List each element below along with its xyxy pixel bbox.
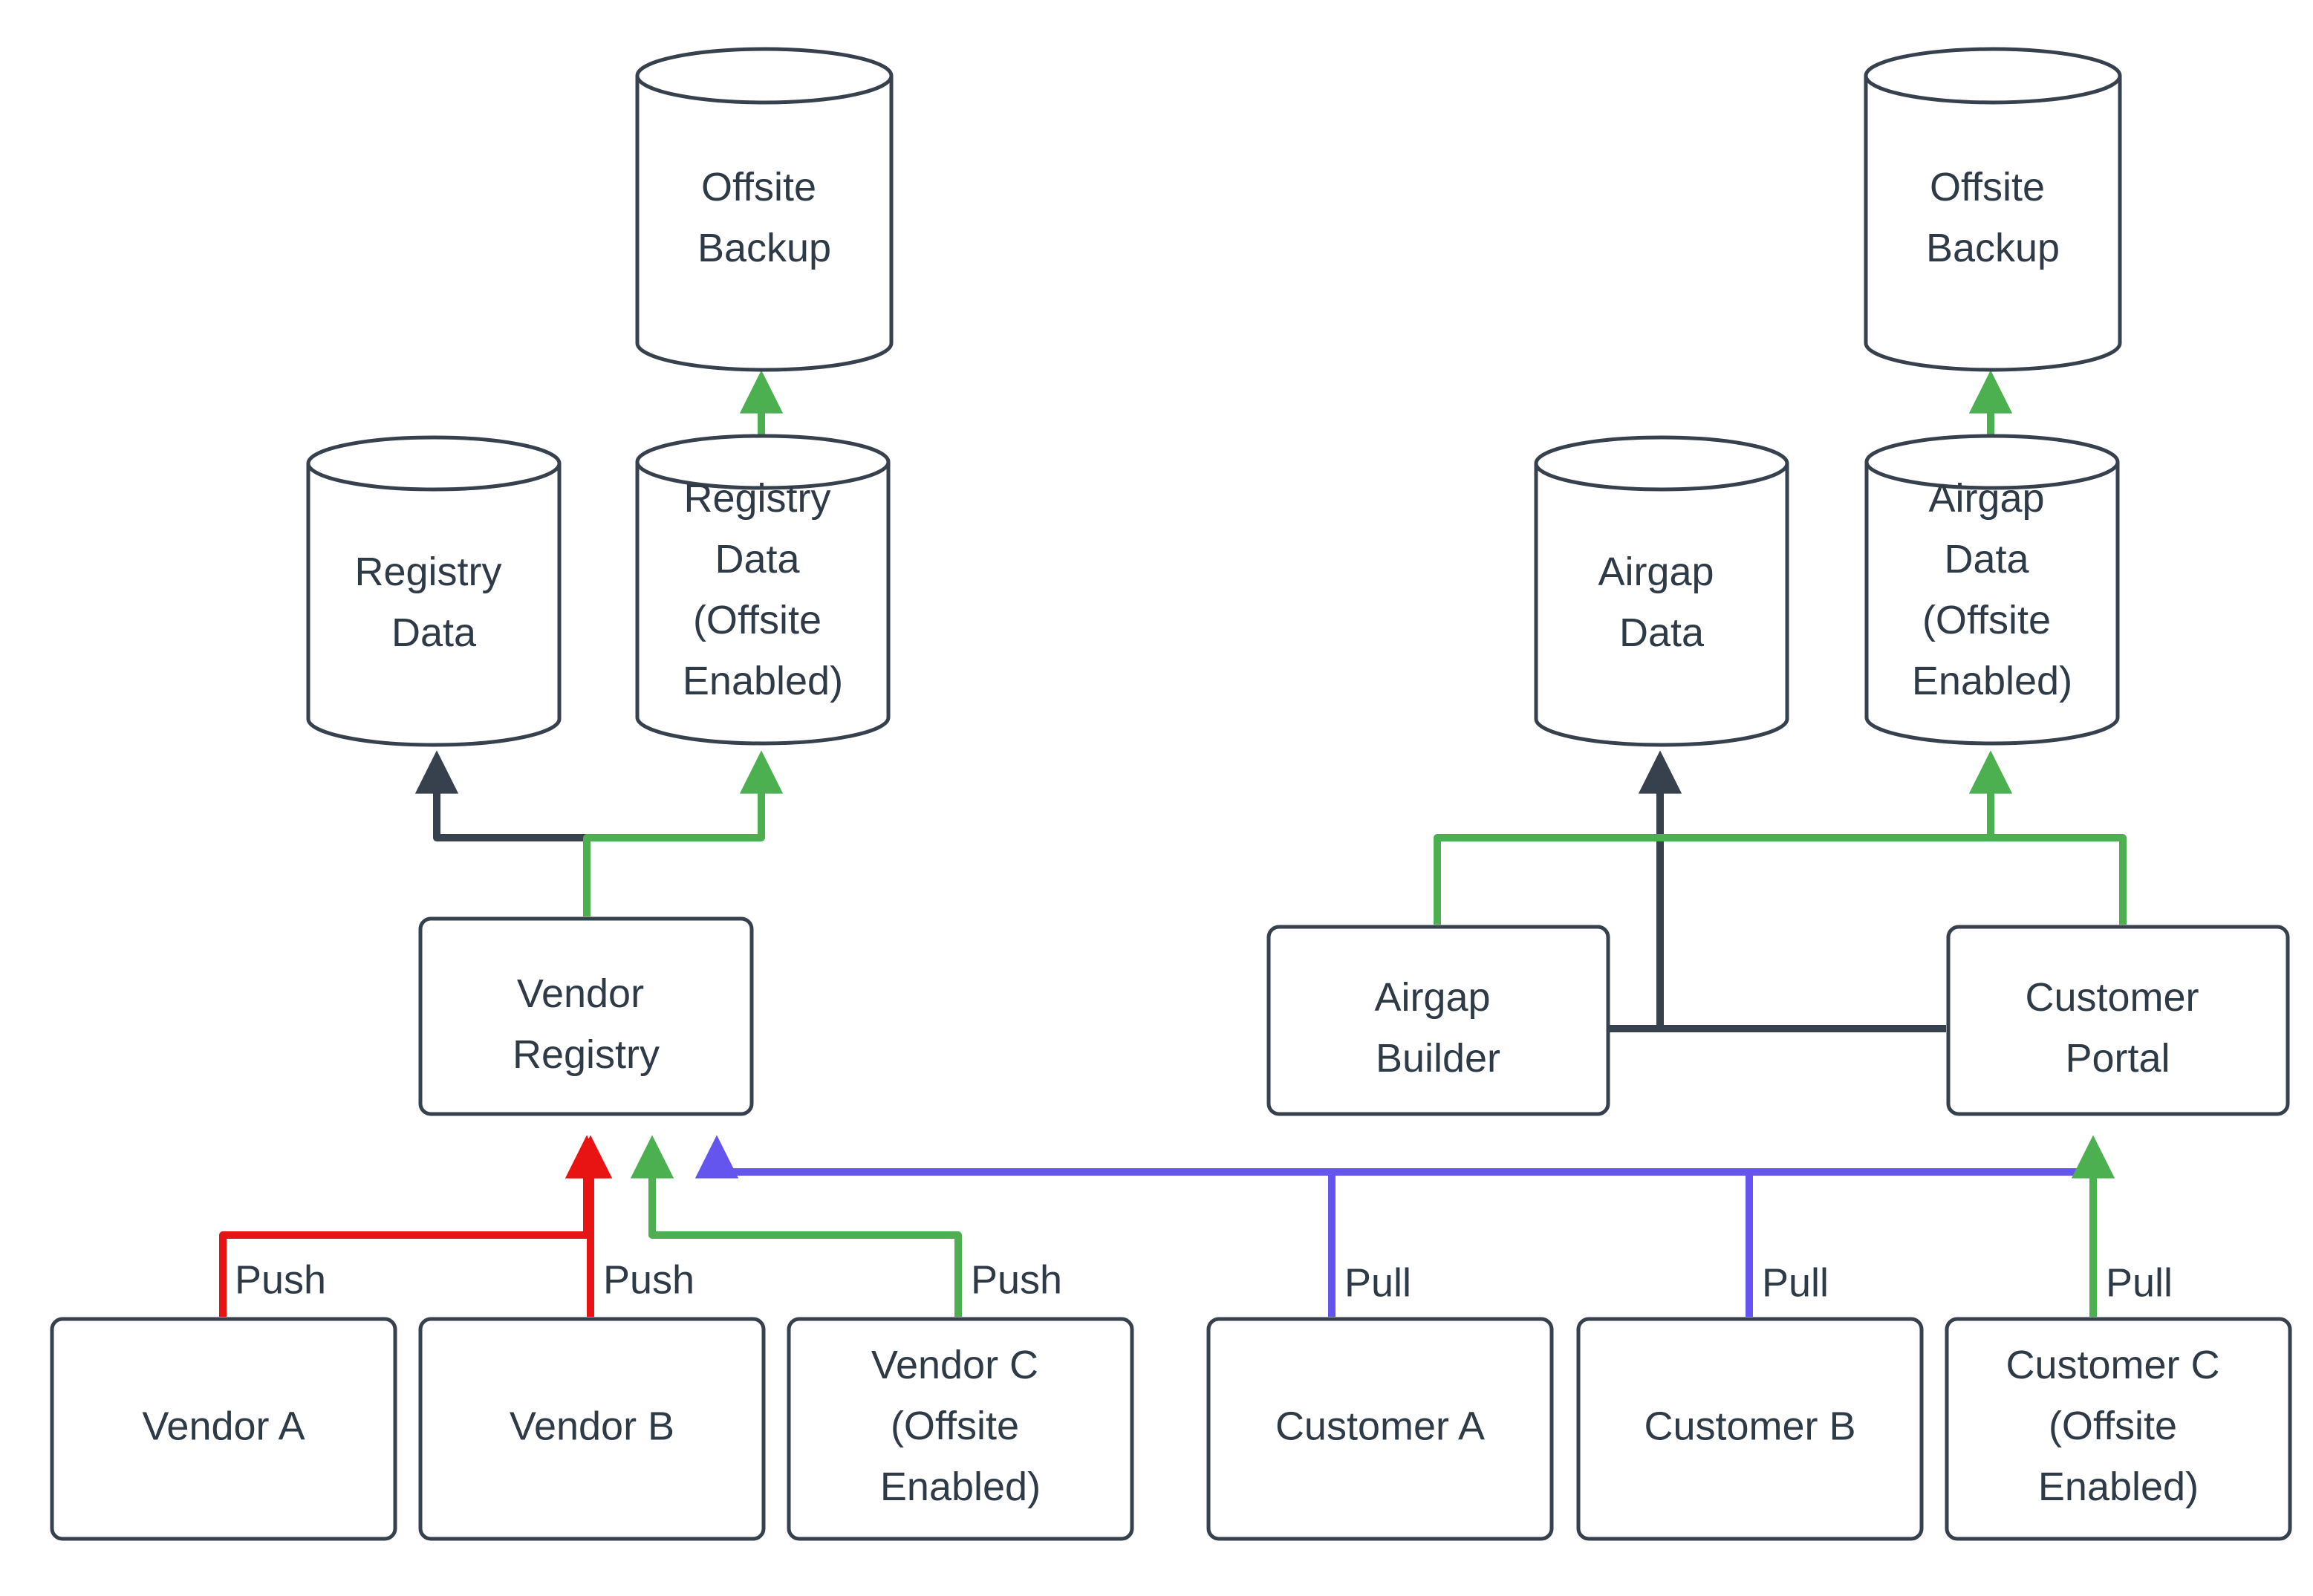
edge-label-pull-customer-a: Pull bbox=[1344, 1260, 1411, 1305]
node-vendor-registry[interactable]: Vendor Registry bbox=[418, 916, 754, 1116]
node-airgap-builder[interactable]: Airgap Builder bbox=[1266, 925, 1610, 1116]
node-vendor-c[interactable]: Vendor C (Offsite Enabled) bbox=[787, 1317, 1134, 1541]
node-label-customer-portal: Customer Portal bbox=[2025, 975, 2210, 1081]
node-offsite-backup-left[interactable]: Offsite Backup bbox=[635, 47, 894, 372]
edge-label-push-vendor-b: Push bbox=[603, 1257, 694, 1302]
edge-label-pull-customer-c: Pull bbox=[2106, 1260, 2173, 1305]
edge-label-push-vendor-c: Push bbox=[971, 1257, 1062, 1302]
node-label-vendor-registry: Vendor Registry bbox=[513, 971, 660, 1077]
node-registry-data-offsite[interactable]: Registry Data (Offsite Enabled) bbox=[635, 434, 891, 746]
edge-label-pull-customer-b: Pull bbox=[1762, 1260, 1829, 1305]
node-label-registry-data-offsite: Registry Data (Offsite Enabled) bbox=[683, 476, 843, 703]
node-label-airgap-data-offsite: Airgap Data (Offsite Enabled) bbox=[1912, 476, 2072, 703]
node-label-vendor-a: Vendor A bbox=[142, 1404, 305, 1448]
node-vendor-b[interactable]: Vendor B bbox=[418, 1317, 766, 1541]
edge-vendor-c-push bbox=[630, 1135, 962, 1317]
node-vendor-a[interactable]: Vendor A bbox=[50, 1317, 397, 1541]
node-label-registry-data: Registry Data bbox=[354, 550, 513, 655]
node-offsite-backup-right[interactable]: Offsite Backup bbox=[1864, 47, 2122, 372]
node-label-airgap-data: Airgap Data bbox=[1598, 550, 1725, 655]
node-label-offsite-backup-right: Offsite Backup bbox=[1926, 165, 2060, 270]
node-airgap-data-offsite[interactable]: Airgap Data (Offsite Enabled) bbox=[1864, 434, 2120, 746]
edge-vendor-registry-to-registry-data bbox=[414, 750, 591, 916]
edge-label-push-vendor-a: Push bbox=[235, 1257, 326, 1302]
node-label-customer-a: Customer A bbox=[1275, 1404, 1485, 1448]
node-customer-c[interactable]: Customer C (Offsite Enabled) bbox=[1945, 1317, 2292, 1541]
node-label-customer-c: Customer C (Offsite Enabled) bbox=[2005, 1343, 2231, 1509]
node-customer-a[interactable]: Customer A bbox=[1206, 1317, 1554, 1541]
node-label-vendor-b: Vendor B bbox=[510, 1404, 674, 1448]
node-label-airgap-builder: Airgap Builder bbox=[1374, 975, 1501, 1081]
node-airgap-data[interactable]: Airgap Data bbox=[1534, 435, 1789, 747]
edge-customer-portal-to-airgap-offsite bbox=[1991, 834, 2127, 925]
node-customer-portal[interactable]: Customer Portal bbox=[1946, 925, 2290, 1116]
node-registry-data[interactable]: Registry Data bbox=[306, 435, 562, 747]
edge-vendor-registry-to-registry-offsite bbox=[583, 750, 784, 916]
node-label-customer-b: Customer B bbox=[1644, 1404, 1855, 1448]
edge-airgap-builder-to-airgap-offsite bbox=[1434, 750, 2013, 925]
node-label-offsite-backup-left: Offsite Backup bbox=[697, 165, 831, 270]
node-customer-b[interactable]: Customer B bbox=[1576, 1317, 1924, 1541]
edge-customer-portal-to-airgap-data bbox=[1638, 750, 1946, 1032]
node-label-vendor-c: Vendor C (Offsite Enabled) bbox=[871, 1343, 1050, 1509]
edge-customer-b-pull bbox=[717, 1168, 1753, 1317]
